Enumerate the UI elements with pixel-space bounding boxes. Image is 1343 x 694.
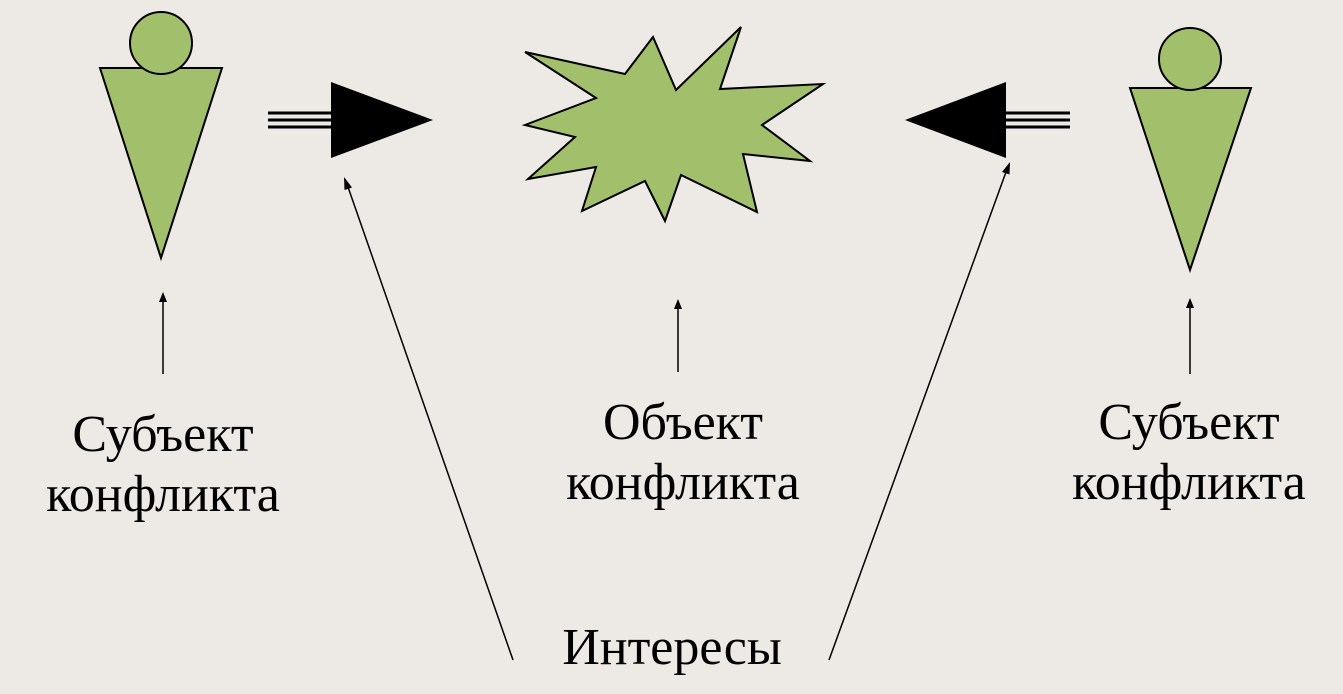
subject-right-figure-icon: [1128, 27, 1253, 274]
object-explosion-icon: [521, 26, 827, 224]
subject-left-label-line2: конфликта: [46, 466, 280, 523]
object-pointer-arrow: [674, 299, 682, 372]
subject-left-label: Субъект конфликта: [13, 405, 313, 525]
object-label: Объект конфликта: [533, 393, 833, 513]
object-label-line2: конфликта: [566, 454, 800, 511]
interests-to-left-arrow: [344, 177, 514, 661]
subject-right-label-line1: Субъект: [1098, 394, 1280, 451]
right-pressure-arrow-icon: [905, 82, 1070, 158]
subject-right-label: Субъект конфликта: [1039, 393, 1339, 513]
subject-left-pointer-arrow: [159, 292, 167, 374]
left-pressure-arrow-icon: [268, 82, 433, 158]
object-label-line1: Объект: [603, 394, 763, 451]
subject-right-pointer-arrow: [1186, 298, 1194, 374]
interests-label: Интересы: [562, 619, 782, 676]
subject-right-label-line2: конфликта: [1072, 454, 1306, 511]
subject-left-figure-icon: [98, 11, 224, 262]
subject-left-label-line1: Субъект: [72, 406, 254, 463]
interests-to-right-arrow: [828, 162, 1010, 661]
